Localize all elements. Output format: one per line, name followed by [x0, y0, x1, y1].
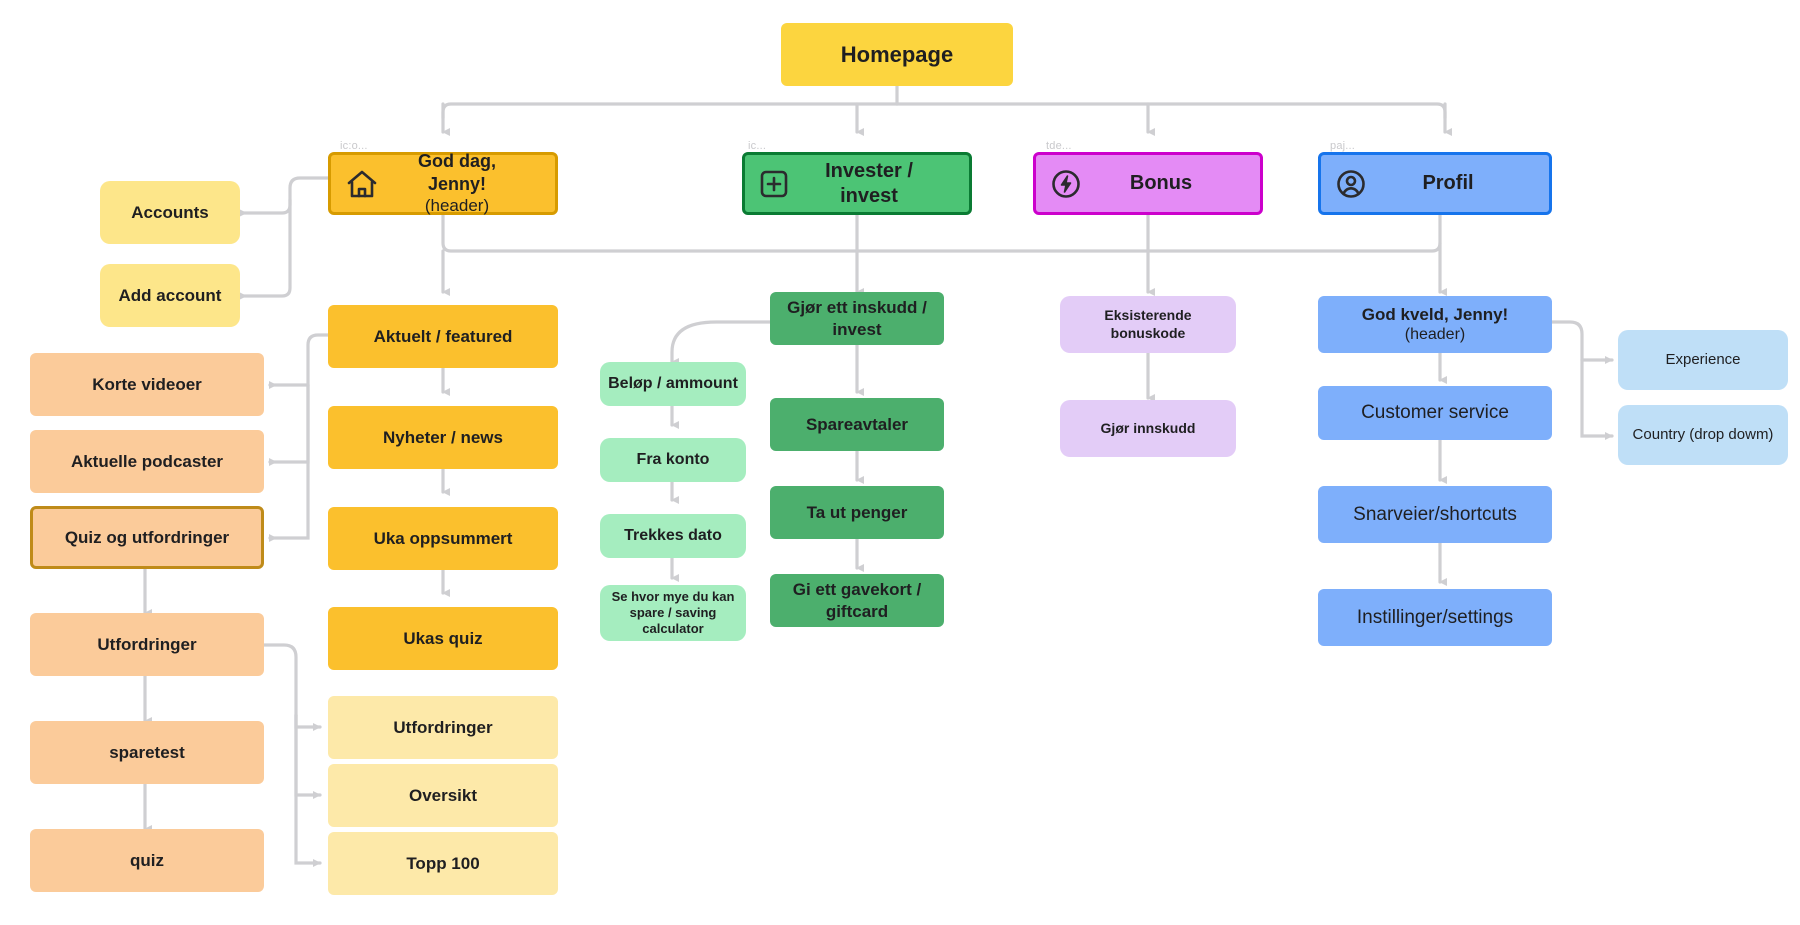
node-gjor-ett-inskudd[interactable]: Gjør ett inskudd / invest	[770, 292, 944, 345]
node-instillinger-settings[interactable]: Instillinger/settings	[1318, 589, 1552, 646]
node-country-dropdown-label: Country (drop dowm)	[1632, 425, 1774, 443]
node-uka-oppsummert[interactable]: Uka oppsummert	[328, 507, 558, 570]
node-nyheter-news[interactable]: Nyheter / news	[328, 406, 558, 469]
node-aktuelle-podcaster-label: Aktuelle podcaster	[70, 451, 224, 471]
node-add-account[interactable]: Add account	[100, 264, 240, 327]
tiny-tag-3: paj...	[1330, 140, 1356, 152]
node-sub-utfordringer-label: Utfordringer	[393, 717, 493, 737]
node-saving-calculator[interactable]: Se hvor mye du kan spare / saving calcul…	[600, 585, 746, 641]
node-gi-ett-gavekort-text: Gi ett gavekort / giftcard	[793, 579, 921, 622]
node-gjor-ett-inskudd-line2: invest	[832, 319, 882, 339]
node-left-utfordringer-label: Utfordringer	[97, 634, 197, 654]
node-uka-oppsummert-label: Uka oppsummert	[373, 528, 513, 548]
node-quiz[interactable]: quiz	[30, 829, 264, 892]
node-god-dag-title: God dag, Jenny!	[418, 151, 496, 194]
node-god-kveld-text: God kveld, Jenny! (header)	[1362, 304, 1508, 345]
node-god-kveld-title: God kveld, Jenny!	[1361, 304, 1509, 324]
tiny-tag-0: ic:o...	[340, 140, 368, 152]
node-god-dag-sub: (header)	[424, 196, 490, 216]
node-add-account-label: Add account	[118, 285, 222, 305]
node-ta-ut-penger[interactable]: Ta ut penger	[770, 486, 944, 539]
node-experience-label: Experience	[1665, 350, 1741, 368]
node-quiz-label: quiz	[130, 850, 164, 870]
node-gjor-ett-inskudd-line1: Gjør ett inskudd /	[787, 298, 927, 318]
node-eksisterende-bonuskode-label: Eksisterende bonuskode	[1104, 307, 1192, 341]
node-gi-ett-gavekort-line1: Gi ett gavekort /	[792, 580, 922, 600]
plus-square-icon	[759, 169, 789, 199]
node-homepage[interactable]: Homepage	[781, 23, 1013, 86]
node-left-utfordringer[interactable]: Utfordringer	[30, 613, 264, 676]
node-gi-ett-gavekort-line2: giftcard	[825, 601, 889, 621]
node-ukas-quiz[interactable]: Ukas quiz	[328, 607, 558, 670]
node-instillinger-settings-label: Instillinger/settings	[1356, 606, 1514, 628]
tiny-tag-1: ic...	[748, 140, 767, 152]
node-quiz-og-utfordringer-label: Quiz og utfordringer	[64, 527, 230, 547]
node-god-kveld-header[interactable]: God kveld, Jenny! (header)	[1318, 296, 1552, 353]
node-snarveier-shortcuts-label: Snarveier/shortcuts	[1353, 503, 1517, 525]
node-sparetest-label: sparetest	[109, 742, 185, 762]
node-country-dropdown[interactable]: Country (drop dowm)	[1618, 405, 1788, 465]
node-spareavtaler[interactable]: Spareavtaler	[770, 398, 944, 451]
node-sub-topp-100[interactable]: Topp 100	[328, 832, 558, 895]
node-belop-ammount[interactable]: Beløp / ammount	[600, 362, 746, 406]
node-belop-ammount-label: Beløp / ammount	[608, 375, 738, 392]
node-saving-calculator-line1: Se hvor mye du kan	[611, 588, 735, 604]
node-nyheter-news-label: Nyheter / news	[383, 427, 503, 447]
node-sub-utfordringer[interactable]: Utfordringer	[328, 696, 558, 759]
tiny-tag-2: tde...	[1046, 140, 1072, 152]
node-aktuelle-podcaster[interactable]: Aktuelle podcaster	[30, 430, 264, 493]
node-accounts-label: Accounts	[131, 202, 209, 222]
node-sub-oversikt[interactable]: Oversikt	[328, 764, 558, 827]
node-gjor-innskudd[interactable]: Gjør innskudd	[1060, 400, 1236, 457]
node-customer-service-label: Customer service	[1361, 402, 1509, 424]
node-invester[interactable]: Invester / invest	[742, 152, 972, 215]
node-aktuelt-featured[interactable]: Aktuelt / featured	[328, 305, 558, 368]
node-accounts[interactable]: Accounts	[100, 181, 240, 244]
node-invester-label: Invester / invest	[825, 159, 913, 207]
node-profil-label: Profil	[1422, 172, 1474, 194]
node-eksisterende-bonuskode[interactable]: Eksisterende bonuskode	[1060, 296, 1236, 353]
node-snarveier-shortcuts[interactable]: Snarveier/shortcuts	[1318, 486, 1552, 543]
node-saving-calculator-text: Se hvor mye du kan spare / saving calcul…	[608, 589, 738, 638]
user-circle-icon	[1335, 168, 1367, 200]
node-gi-ett-gavekort[interactable]: Gi ett gavekort / giftcard	[770, 574, 944, 627]
node-fra-konto[interactable]: Fra konto	[600, 438, 746, 482]
node-profil[interactable]: Profil	[1318, 152, 1552, 215]
node-homepage-label: Homepage	[840, 41, 954, 67]
node-gjor-innskudd-label: Gjør innskudd	[1100, 419, 1196, 436]
node-ukas-quiz-label: Ukas quiz	[403, 628, 483, 648]
node-experience[interactable]: Experience	[1618, 330, 1788, 390]
node-sparetest[interactable]: sparetest	[30, 721, 264, 784]
node-trekkes-dato[interactable]: Trekkes dato	[600, 514, 746, 558]
node-sub-oversikt-label: Oversikt	[408, 785, 478, 805]
bolt-circle-icon	[1050, 168, 1082, 200]
node-god-kveld-sub: (header)	[1404, 326, 1466, 344]
node-god-dag-header[interactable]: God dag, Jenny! (header)	[328, 150, 558, 216]
node-trekkes-dato-label: Trekkes dato	[624, 527, 722, 544]
node-saving-calculator-line2: spare / saving calculator	[629, 604, 717, 637]
node-bonus[interactable]: Bonus	[1033, 152, 1263, 215]
node-quiz-og-utfordringer[interactable]: Quiz og utfordringer	[30, 506, 264, 569]
node-fra-konto-label: Fra konto	[636, 451, 710, 468]
node-customer-service[interactable]: Customer service	[1318, 386, 1552, 440]
node-sub-topp-100-label: Topp 100	[406, 853, 480, 873]
node-ta-ut-penger-label: Ta ut penger	[806, 502, 908, 522]
node-korte-videoer-label: Korte videoer	[92, 374, 202, 394]
node-gjor-ett-inskudd-text: Gjør ett inskudd / invest	[787, 297, 927, 340]
home-icon	[345, 168, 379, 200]
node-god-dag-text: God dag, Jenny! (header)	[393, 150, 547, 216]
node-spareavtaler-label: Spareavtaler	[805, 414, 909, 434]
node-korte-videoer[interactable]: Korte videoer	[30, 353, 264, 416]
node-bonus-label: Bonus	[1129, 172, 1193, 194]
node-aktuelt-featured-label: Aktuelt / featured	[373, 326, 513, 346]
